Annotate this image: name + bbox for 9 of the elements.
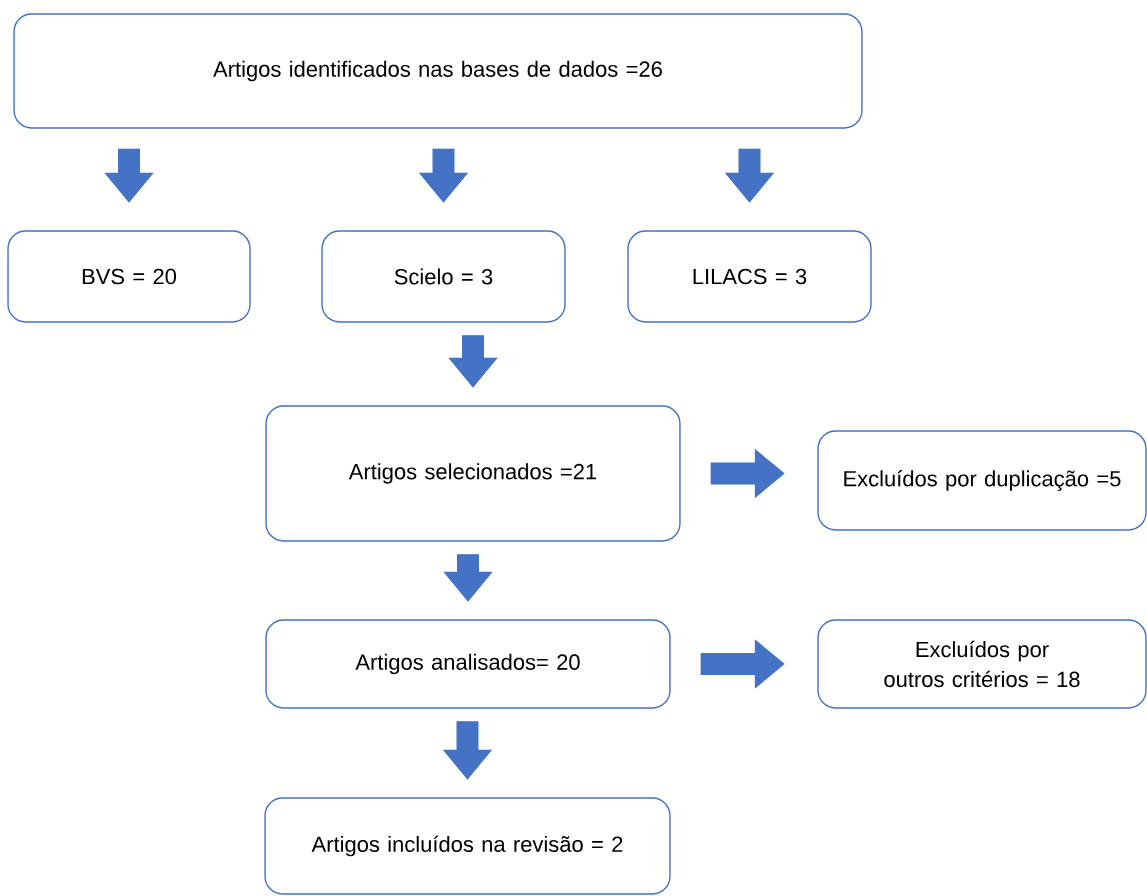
process-box: Artigos identificados nas bases de dados =26 [13,13,863,129]
process-box: Artigos incluídos na revisão = 2 [264,797,671,895]
process-box: Scielo = 3 [321,230,566,323]
process-box: Artigos selecionados =21 [265,405,681,542]
process-box: Excluídos por duplicação =5 [817,430,1147,531]
process-box: LILACS = 3 [627,230,872,323]
process-box: Artigos analisados= 20 [265,619,671,709]
process-box: BVS = 20 [7,230,251,323]
process-box: Excluídos por outros critérios = 18 [817,619,1147,709]
